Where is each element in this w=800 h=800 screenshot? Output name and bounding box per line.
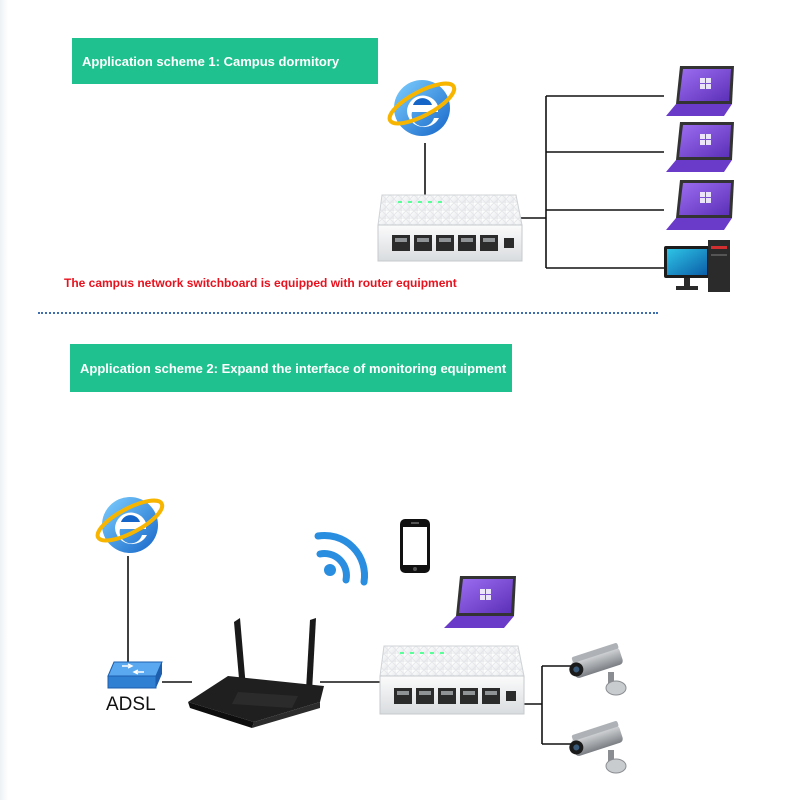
wifi-router-icon xyxy=(188,618,324,728)
scheme2-links xyxy=(127,556,572,745)
section-divider xyxy=(38,312,658,314)
smartphone-icon xyxy=(400,519,430,573)
scheme1-links xyxy=(424,95,664,269)
ethernet-switch-icon xyxy=(377,194,523,262)
scheme1-note: The campus network switchboard is equipp… xyxy=(64,276,457,290)
ethernet-switch-icon xyxy=(379,645,525,715)
desktop-computer-icon xyxy=(664,240,730,292)
surface-tablet-icon xyxy=(666,66,734,116)
surface-tablet-icon xyxy=(444,576,516,628)
scheme2-title-banner: Application scheme 2: Expand the interfa… xyxy=(70,344,512,392)
surface-tablet-icon xyxy=(666,180,734,230)
scheme1-title-banner: Application scheme 1: Campus dormitory xyxy=(72,38,378,84)
internet-explorer-icon xyxy=(387,80,457,136)
adsl-label: ADSL xyxy=(106,694,156,715)
security-camera-icon xyxy=(569,643,627,696)
adsl-modem-icon xyxy=(107,661,163,689)
surface-tablet-icon xyxy=(666,122,734,172)
scheme2-title: Application scheme 2: Expand the interfa… xyxy=(80,360,507,376)
page-edge-shadow xyxy=(0,0,8,800)
wifi-signal-icon xyxy=(314,531,369,586)
internet-explorer-icon xyxy=(95,497,165,553)
security-camera-icon xyxy=(569,721,627,774)
scheme1-title: Application scheme 1: Campus dormitory xyxy=(82,53,340,69)
